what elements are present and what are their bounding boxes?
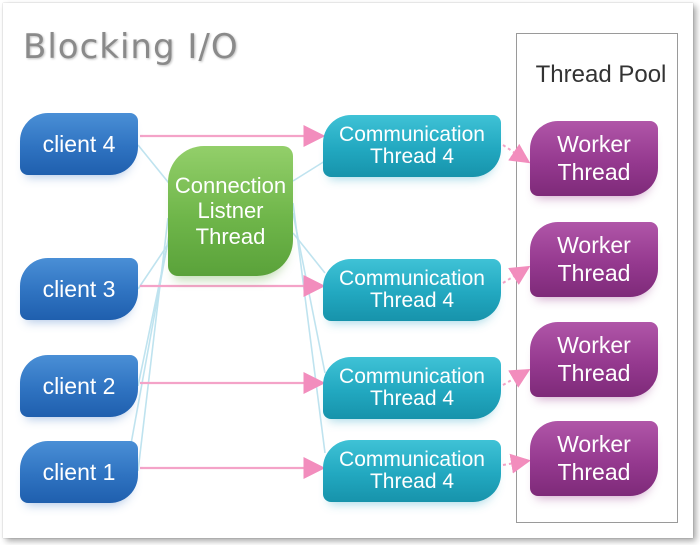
communication-thread-label-3: Communication Thread 4 [339, 364, 485, 410]
thread-pool-label: Thread Pool [535, 61, 667, 88]
arrow-comm4-worker [502, 453, 531, 474]
worker-thread-label-3: Worker Thread [557, 331, 631, 386]
communication-thread-node-1: Communication Thread 4 [323, 115, 501, 177]
request-arrows [140, 125, 326, 479]
client-3-label: client 3 [42, 275, 116, 302]
client-4-node: client 4 [20, 113, 138, 175]
communication-thread-label-4: Communication Thread 4 [339, 447, 485, 493]
client-2-label: client 2 [42, 372, 116, 399]
link-client1-connection [137, 217, 169, 472]
connector-layer [122, 125, 531, 489]
worker-thread-label-4: Worker Thread [557, 430, 631, 485]
client-1-node: client 1 [20, 441, 138, 503]
worker-thread-node-1: Worker Thread [530, 121, 658, 196]
communication-thread-node-3: Communication Thread 4 [323, 357, 501, 419]
communication-thread-node-4: Communication Thread 4 [323, 440, 501, 502]
communication-thread-node-2: Communication Thread 4 [323, 259, 501, 321]
worker-thread-node-2: Worker Thread [530, 222, 658, 297]
arrow-comm2-worker [502, 265, 531, 285]
client-1-label: client 1 [42, 458, 116, 485]
worker-thread-node-4: Worker Thread [530, 421, 658, 496]
client-4-label: client 4 [42, 130, 116, 157]
worker-thread-label-2: Worker Thread [557, 231, 631, 286]
worker-thread-node-3: Worker Thread [530, 322, 658, 397]
link-connection-comm4 [292, 202, 326, 454]
worker-thread-label-1: Worker Thread [557, 130, 631, 185]
communication-thread-label-1: Communication Thread 4 [339, 122, 485, 168]
link-connection-comm1 [292, 160, 326, 182]
connection-listener-thread-label: Connection Listner Thread [174, 173, 287, 249]
connection-listener-thread-node: Connection Listner Thread [168, 146, 293, 276]
communication-thread-label-2: Communication Thread 4 [339, 266, 485, 312]
slide: Blocking I/O Thread Pool [3, 3, 693, 538]
dispatch-arrows [502, 143, 531, 474]
client-2-node: client 2 [20, 355, 138, 417]
arrow-comm3-worker [502, 368, 531, 388]
client-3-node: client 3 [20, 258, 138, 320]
diagram-title: Blocking I/O [23, 27, 239, 67]
arrow-comm1-worker [502, 143, 531, 164]
